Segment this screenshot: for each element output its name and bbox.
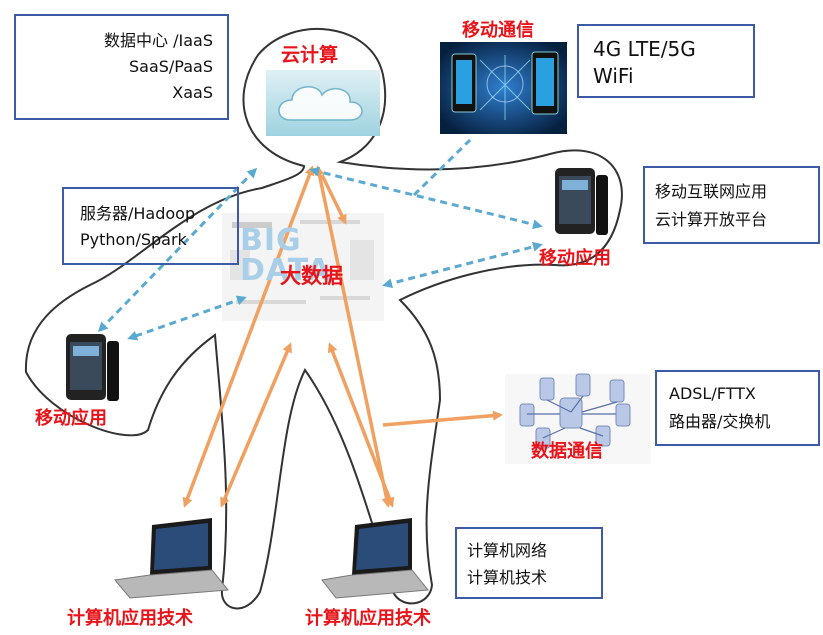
mobile-internet-box: 移动互联网应用 云计算开放平台 xyxy=(643,166,820,244)
box-line: ADSL/FTTX xyxy=(669,384,756,403)
dashed-arrows xyxy=(97,138,543,341)
box-line: 移动互联网应用 xyxy=(655,182,768,201)
box-line: 服务器/Hadoop xyxy=(80,204,196,223)
cloud-icon xyxy=(266,70,380,136)
server-icon xyxy=(505,373,651,464)
computer-network-box: 计算机网络 计算机技术 xyxy=(455,527,603,599)
cloud-services-box: 数据中心 /IaaS SaaS/PaaS XaaS xyxy=(14,14,229,120)
human-outline xyxy=(24,27,623,610)
mobile-comm-label: 移动通信 xyxy=(462,20,534,41)
server-stack-box: 服务器/Hadoop Python/Spark xyxy=(62,187,239,265)
tablet-icon xyxy=(440,42,567,134)
mobile-app-left-label: 移动应用 xyxy=(35,408,107,429)
data-network-box: ADSL/FTTX 路由器/交换机 xyxy=(655,370,820,446)
box-line: 4G LTE/5G xyxy=(593,37,696,61)
box-line: XaaS xyxy=(172,83,213,102)
big-data-logo-text: BIG DATA xyxy=(240,223,332,288)
phone-icon xyxy=(66,334,119,401)
laptop-icon xyxy=(114,518,229,599)
box-line: 计算机技术 xyxy=(467,568,548,587)
computer-app-left-label: 计算机应用技术 xyxy=(67,608,193,629)
box-line: Python/Spark xyxy=(80,230,187,249)
phone-icon xyxy=(555,168,608,235)
box-line: WiFi xyxy=(593,64,634,88)
mobile-network-box: 4G LTE/5G WiFi xyxy=(577,24,755,98)
box-line: 路由器/交换机 xyxy=(669,412,771,431)
box-line: 计算机网络 xyxy=(467,541,548,560)
box-line: 云计算开放平台 xyxy=(655,210,768,229)
box-line: SaaS/PaaS xyxy=(128,57,213,76)
big-data-label: 大数据 xyxy=(280,264,343,288)
cloud-label: 云计算 xyxy=(281,44,339,66)
computer-app-right-label: 计算机应用技术 xyxy=(305,608,431,629)
data-comm-label: 数据通信 xyxy=(531,441,603,462)
laptop-icon xyxy=(321,518,429,599)
mobile-app-right-label: 移动应用 xyxy=(539,248,611,269)
box-line: 数据中心 /IaaS xyxy=(104,31,213,50)
